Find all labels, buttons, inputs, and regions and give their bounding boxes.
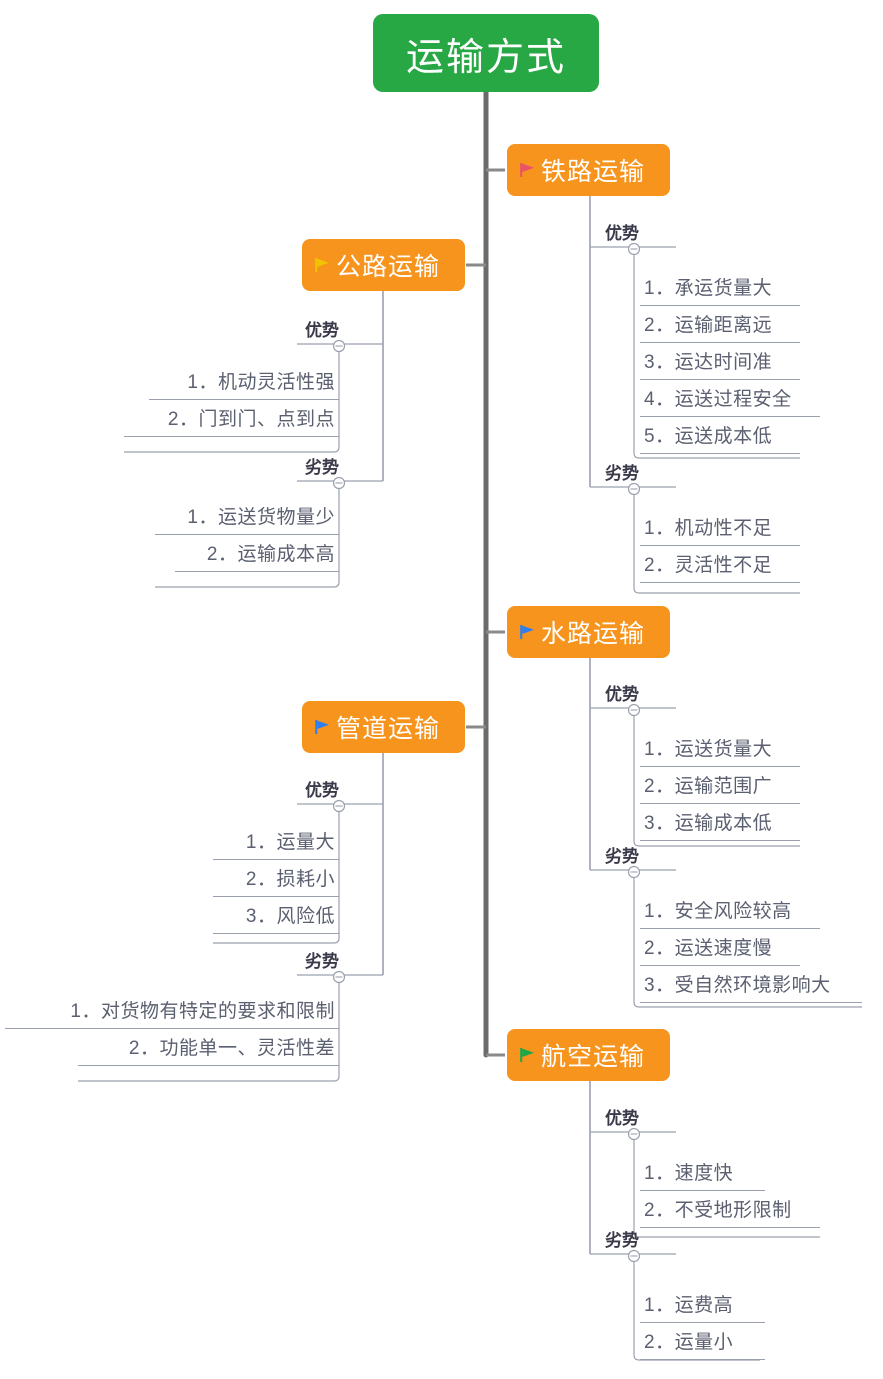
highway-pro-item-1[interactable]: 1．机动灵活性强 [149,368,339,400]
railway-pros-label: 优势 [605,224,639,243]
topic-waterway-label: 水路运输 [541,620,646,648]
topic-pipeline-label: 管道运输 [336,715,441,743]
pipeline-pro-item-1[interactable]: 1．运量大 [213,828,339,860]
aviation-pro-item-1[interactable]: 1．速度快 [640,1159,765,1191]
railway-pro-item-5[interactable]: 5．运送成本低 [640,422,800,454]
pipeline-pro-item-2[interactable]: 2．损耗小 [213,865,339,897]
waterway-con-item-2[interactable]: 2．运送速度慢 [640,934,800,966]
pipeline-pros-label: 优势 [305,781,339,800]
railway-pro-item-3[interactable]: 3．运达时间准 [640,348,800,380]
topic-aviation[interactable]: 航空运输 [507,1029,670,1081]
topic-railway-label: 铁路运输 [541,158,646,186]
highway-pros-label: 优势 [305,321,339,340]
highway-con-item-1[interactable]: 1．运送货物量少 [155,503,339,535]
railway-con-item-1[interactable]: 1．机动性不足 [640,514,800,546]
waterway-con-item-3[interactable]: 3．受自然环境影响大 [640,971,862,1003]
aviation-pro-item-2[interactable]: 2．不受地形限制 [640,1196,820,1228]
topic-aviation-label: 航空运输 [541,1043,646,1071]
topic-waterway[interactable]: 水路运输 [507,606,670,658]
flag-icon [520,163,534,177]
railway-pro-item-1[interactable]: 1．承运货量大 [640,274,800,306]
pipeline-con-item-2[interactable]: 2．功能单一、灵活性差 [78,1034,339,1066]
waterway-pro-item-1[interactable]: 1．运送货量大 [640,735,800,767]
root-node[interactable]: 运输方式 [373,14,599,92]
waterway-pro-item-3[interactable]: 3．运输成本低 [640,809,800,841]
topic-highway[interactable]: 公路运输 [302,239,465,291]
waterway-pros-label: 优势 [605,685,639,704]
railway-cons-label: 劣势 [605,464,639,483]
topic-railway[interactable]: 铁路运输 [507,144,670,196]
topic-pipeline[interactable]: 管道运输 [302,701,465,753]
aviation-con-item-2[interactable]: 2．运量小 [640,1328,765,1360]
topic-highway-label: 公路运输 [336,253,441,281]
waterway-pro-item-2[interactable]: 2．运输范围广 [640,772,800,804]
aviation-con-item-1[interactable]: 1．运费高 [640,1291,765,1323]
highway-cons-label: 劣势 [305,458,339,477]
highway-con-item-2[interactable]: 2．运输成本高 [175,540,339,572]
railway-pro-item-4[interactable]: 4．运送过程安全 [640,385,820,417]
flag-icon [520,625,534,639]
waterway-cons-label: 劣势 [605,847,639,866]
flag-icon [315,720,329,734]
aviation-pros-label: 优势 [605,1109,639,1128]
railway-con-item-2[interactable]: 2．灵活性不足 [640,551,800,583]
waterway-con-item-1[interactable]: 1．安全风险较高 [640,897,820,929]
flag-icon [315,258,329,272]
pipeline-pro-item-3[interactable]: 3．风险低 [213,902,339,934]
flag-icon [520,1048,534,1062]
railway-pro-item-2[interactable]: 2．运输距离远 [640,311,800,343]
pipeline-con-item-1[interactable]: 1．对货物有特定的要求和限制 [5,997,339,1029]
pipeline-cons-label: 劣势 [305,952,339,971]
root-label: 运输方式 [405,36,566,79]
highway-pro-item-2[interactable]: 2．门到门、点到点 [124,405,339,437]
aviation-cons-label: 劣势 [605,1231,639,1250]
